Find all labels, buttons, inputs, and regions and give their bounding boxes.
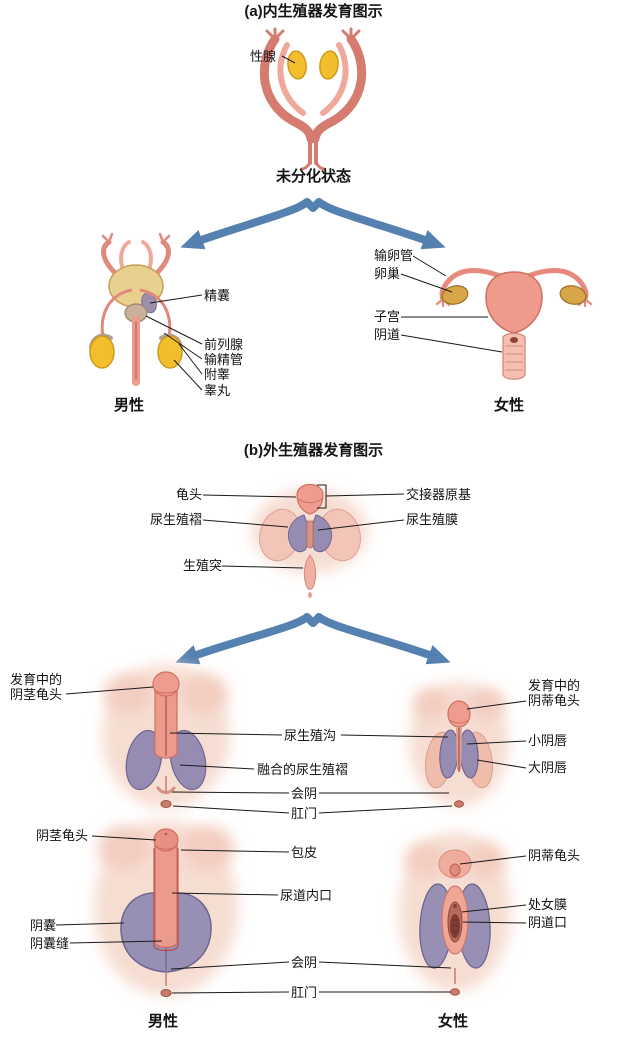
developing-male-external-illustration [102, 664, 230, 808]
section-b-title: (b)外生殖器发育图示 [243, 442, 384, 459]
label-testis: 睾丸 [204, 383, 231, 398]
label-vaginal-opening: 阴道口 [528, 915, 568, 930]
label-developing-penis-glans: 发育中的 阴茎龟头 [10, 672, 63, 702]
labioscrotal-swelling-left-shape [125, 729, 163, 791]
genital-tubercle-shape [303, 554, 317, 590]
anus-shape [160, 800, 172, 808]
caption-male-external: 男性 [148, 1013, 179, 1030]
label-vagina: 阴道 [374, 327, 401, 342]
anus-shape [450, 988, 460, 996]
urogenital-fold-right-shape [312, 514, 332, 553]
male-internal-illustration [89, 232, 183, 386]
foreskin-outline [153, 848, 179, 951]
gonad-right-shape [319, 50, 339, 80]
section-a-title: (a)内生殖器发育图示 [244, 3, 383, 20]
label-urogenital-groove: 尿生殖沟 [284, 728, 337, 743]
label-undifferentiated-state: 未分化状态 [275, 168, 351, 185]
label-developing-clitoral-glans: 发育中的 阴蒂龟头 [528, 678, 581, 708]
label-genital-tubercle: 生殖突 [183, 558, 223, 573]
label-ovary: 卵巢 [374, 266, 401, 281]
mature-male-external-illustration [94, 820, 238, 997]
anus-shape [454, 800, 464, 808]
caption-female-external: 女性 [438, 1013, 469, 1030]
female-internal-illustration [435, 267, 593, 380]
label-perineum-mature: 会阴 [291, 955, 318, 970]
caption-female-internal: 女性 [494, 397, 525, 414]
anus-shape [160, 989, 172, 997]
urogenital-membrane-shape [306, 520, 314, 549]
uterus-shape [485, 271, 543, 334]
label-foreskin: 包皮 [291, 845, 318, 860]
label-copulatory-primordium: 交接器原基 [406, 487, 472, 502]
label-perineum-developing: 会阴 [291, 786, 318, 801]
developing-female-external-illustration [409, 682, 509, 808]
testis-right-shape [157, 335, 183, 369]
label-penis-glans: 阴茎龟头 [36, 828, 89, 843]
label-uterus: 子宫 [374, 309, 401, 324]
urogenital-fold-left-shape [288, 514, 308, 553]
developing-glans-shape [152, 671, 180, 697]
label-clitoral-glans: 阴蒂龟头 [528, 848, 581, 863]
label-labia-minora: 小阴唇 [528, 733, 568, 748]
label-vas-deferens: 输精管 [204, 352, 244, 367]
label-epididymis: 附睾 [204, 367, 231, 382]
gonad-left-shape [287, 50, 307, 80]
label-urethral-opening: 尿道内口 [280, 888, 333, 903]
label-gonad: 性腺 [250, 49, 277, 64]
label-hymen: 处女膜 [528, 897, 568, 912]
label-urogenital-membrane: 尿生殖膜 [406, 512, 459, 527]
label-scrotal-raphe: 阴囊缝 [30, 936, 70, 951]
label-prostate: 前列腺 [204, 337, 244, 352]
label-urogenital-fold: 尿生殖褶 [150, 512, 203, 527]
label-glans-undiff: 龟头 [176, 487, 203, 502]
vagina-shape [502, 332, 526, 380]
label-fallopian-tube: 输卵管 [374, 248, 414, 263]
clitoral-tubercle-shape [447, 700, 471, 728]
label-seminal-vesicle: 精囊 [204, 288, 231, 303]
caption-male-internal: 男性 [114, 397, 145, 414]
label-anus-mature: 肛门 [291, 985, 318, 1000]
differentiation-arrow-internal [180, 198, 446, 250]
label-scrotum: 阴囊 [30, 918, 57, 933]
labioscrotal-swelling-right-shape [169, 729, 207, 791]
label-anus-developing: 肛门 [291, 806, 318, 821]
clitoral-glans-shape [449, 863, 461, 877]
testis-left-shape [89, 335, 115, 369]
penis-shaft-shape [154, 835, 178, 948]
label-labia-majora: 大阴唇 [528, 760, 568, 775]
ovary-right-shape [559, 285, 587, 305]
leader-lines [55, 55, 527, 994]
undifferentiated-internal-illustration [259, 27, 367, 171]
undifferentiated-external-illustration [252, 483, 368, 598]
label-fused-urogenital-folds: 融合的尿生殖褶 [257, 762, 349, 777]
differentiation-arrow-external [175, 613, 451, 665]
bracket [317, 484, 327, 509]
mature-female-external-illustration [399, 832, 511, 996]
